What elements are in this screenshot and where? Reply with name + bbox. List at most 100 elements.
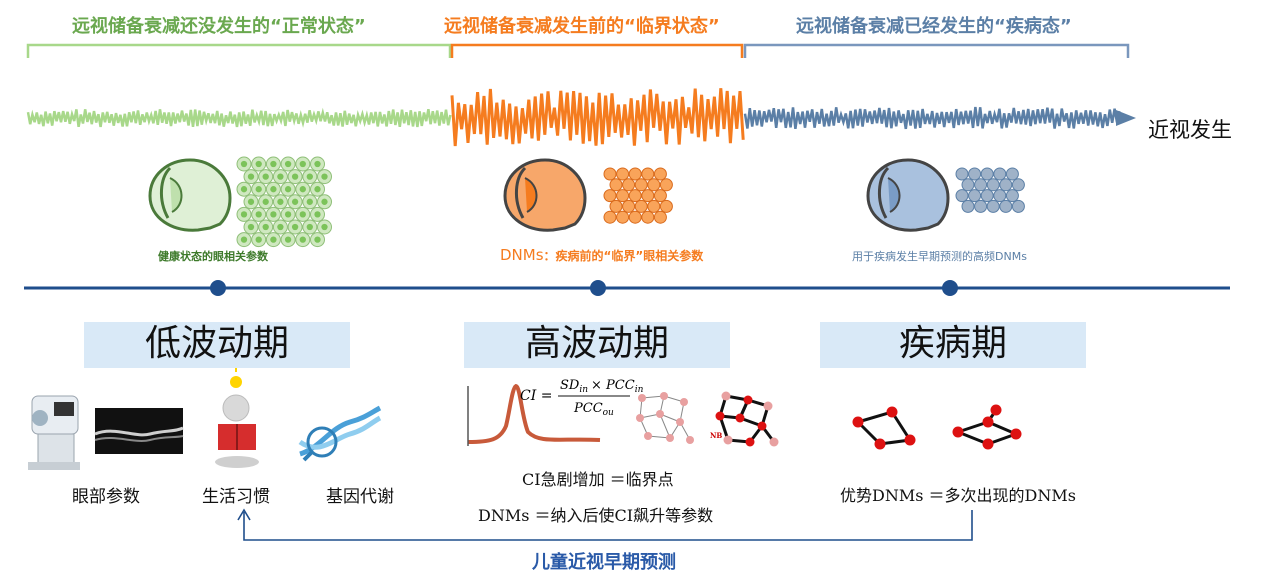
cell [980,167,994,181]
network-node [852,416,864,428]
caption-disease: 用于疾病发生早期预测的高频DNMs [852,250,1027,263]
cell [603,189,617,203]
cell-nucleus [262,223,269,231]
cell-nucleus [299,236,306,243]
cell-nucleus [255,211,262,218]
network-node [745,437,755,447]
text-dominant-dnms: 优势DNMs ＝多次出现的DNMs [840,486,1076,505]
cell-nucleus [291,223,299,231]
eye-icon-critical [503,158,587,232]
cell [968,167,982,181]
cell-nucleus [270,186,277,193]
cell [653,189,667,203]
network-node [1010,428,1022,440]
cell-nucleus [314,186,321,193]
phase-low-fluctuation: 低波动期 [84,322,350,368]
cell-nucleus [299,186,306,193]
cell-nucleus [284,160,292,168]
cell [1011,178,1025,192]
formula-lhs: CI = [520,388,552,404]
cell-nucleus [240,211,248,218]
cell-nucleus [277,173,284,180]
bottom-prediction-label: 儿童近视早期预测 [532,552,676,573]
cell-nucleus [270,160,277,168]
caption-critical: DNMs：疾病前的“临界”眼相关参数 [500,246,703,264]
label-eye-params: 眼部参数 [72,487,140,507]
cell [641,210,655,224]
network-edge [857,410,893,424]
cell-nucleus [255,160,262,168]
feedback-arrowhead [237,508,251,521]
network-label-nb: NB [710,431,722,440]
myopia-onset-label: 近视发生 [1148,118,1232,142]
cell-nucleus [284,211,292,218]
cell [647,199,661,213]
cell [641,167,655,181]
cell-nucleus [291,198,299,205]
network-node [666,434,674,442]
network-node [886,406,898,418]
network-node [990,404,1002,416]
feedback-arrow-line [243,510,973,541]
timeline-dot-disease [942,280,958,296]
label-lifestyle: 生活习惯 [202,487,270,507]
network-graph-high-2 [715,391,779,447]
cell-nucleus [262,198,269,205]
cell [622,178,636,192]
cell-nucleus [277,198,284,205]
cell [628,210,642,224]
cell [659,199,673,213]
network-node [763,401,773,411]
cell [653,210,667,224]
timeline-dot-high [590,280,606,296]
network-edge [890,411,912,441]
network-node [721,391,731,401]
bracket-normal [26,43,452,58]
network-node [904,434,916,446]
caption-critical-dnms: DNMs [500,246,544,264]
cell [1005,167,1019,181]
cell [609,178,623,192]
cell [628,167,642,181]
cell [993,167,1007,181]
cell [641,189,655,203]
text-dnms-definition: DNMs ＝纳入后使CI飙升等参数 [478,506,714,525]
cell-nucleus [306,223,313,231]
cell-nucleus [247,223,255,231]
network-node [735,413,745,423]
stage-title-critical: 远视储备衰减发生前的“临界状态” [444,16,720,37]
cell [961,199,975,213]
bracket-disease [743,43,1130,58]
cell-nucleus [291,173,299,180]
formula-denominator: PCCou [573,401,614,418]
cell [993,189,1007,203]
cell-nucleus [321,198,328,205]
network-node [680,398,688,406]
stage-title-normal: 远视储备衰减还没发生的“正常状态” [72,16,366,37]
cell-nucleus [284,186,292,193]
bracket-critical [450,43,744,58]
waveform-normal [26,107,452,128]
eye-icon-healthy [148,158,232,232]
phase-disease: 疾病期 [820,322,1086,368]
cell [653,167,667,181]
network-node [656,410,664,418]
cell-nucleus [262,173,269,180]
eye-icon-disease [866,158,950,232]
cell [616,189,630,203]
ci-spike-curve [467,383,601,444]
network-graph-high-1 [636,392,694,444]
cell [961,178,975,192]
cell [974,178,988,192]
cell-nucleus [321,223,328,231]
network-node [952,426,964,438]
network-node [686,436,694,444]
network-node [982,416,994,428]
cell-nucleus [247,173,255,180]
cell [659,178,673,192]
network-node [638,394,646,402]
cell [955,167,969,181]
cell [955,189,969,203]
network-node [874,438,886,450]
stage-title-disease: 远视储备衰减已经发生的“疾病态” [796,16,1072,37]
